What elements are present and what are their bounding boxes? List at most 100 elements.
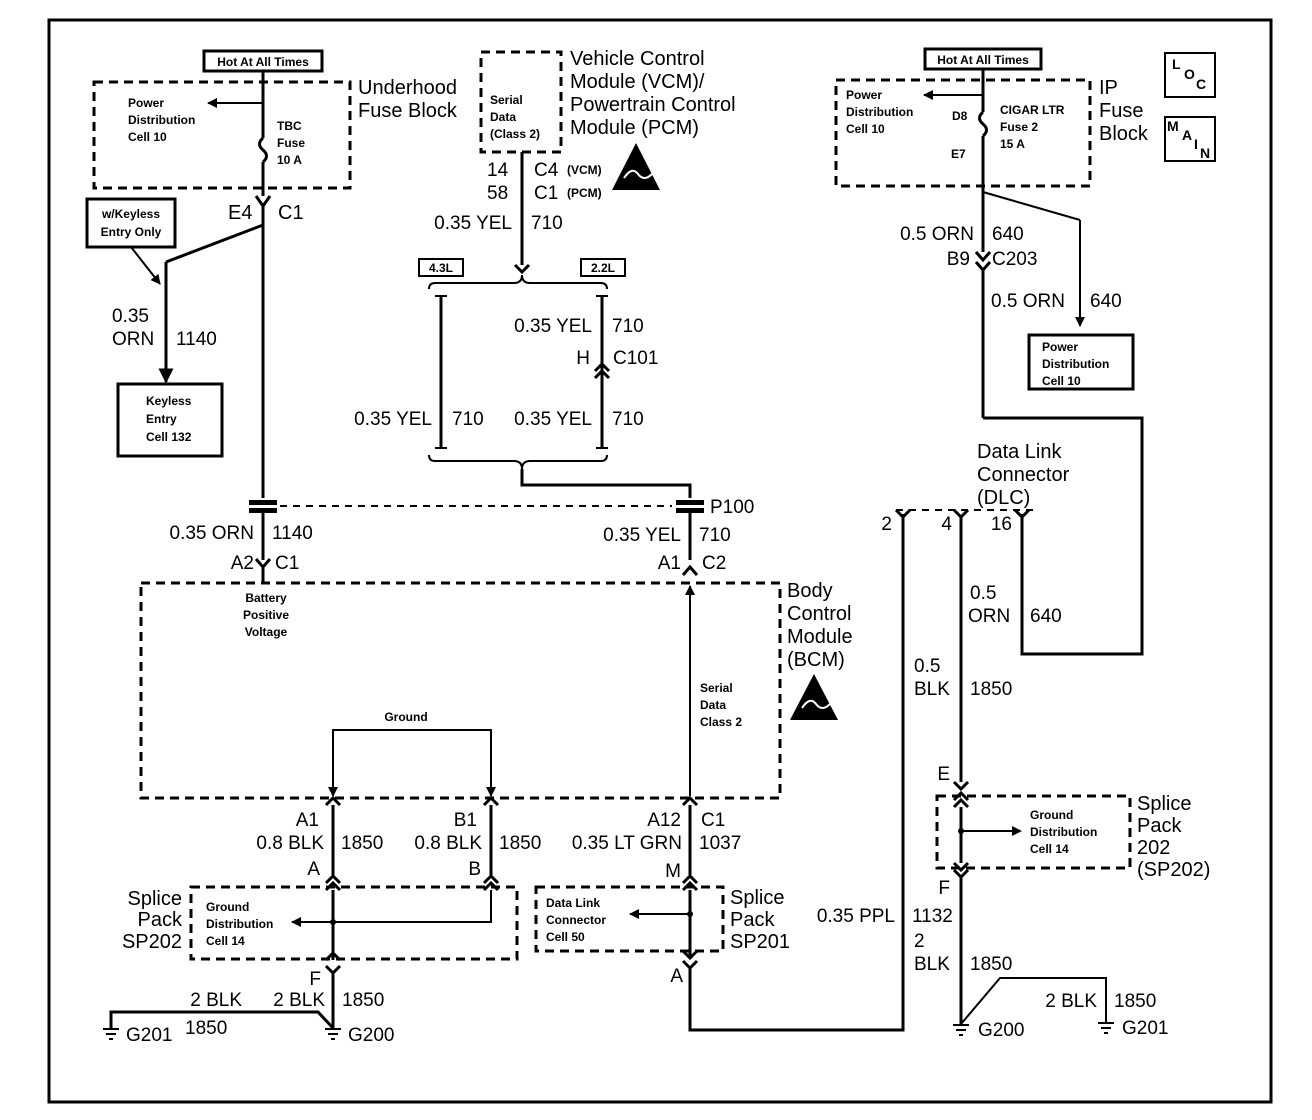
bcm-bottom-a12: A12: [647, 810, 681, 831]
dlc-wire2: 0.35 PPL: [817, 906, 895, 927]
main-letter-a: A: [1182, 127, 1192, 143]
bcm-bat-text-2: Positive: [243, 608, 289, 622]
dlc-wire4: 0.5: [914, 656, 940, 677]
dlc-pin-2: 2: [881, 514, 892, 535]
sp202-left-title: Splice: [128, 888, 182, 910]
left-wire-text: 0.35 YEL: [354, 409, 432, 430]
body-control-module: A2 C1 A1 C2 Body Control Module (BCM) Ba…: [139, 553, 853, 800]
upper-wire-text: 0.35 YEL: [514, 316, 592, 337]
sp201-title-3: SP201: [730, 931, 790, 953]
ground-g200-right-icon: [953, 1024, 969, 1036]
bcm-bottom-circ-b1: 1850: [499, 833, 541, 854]
bcm-pin-a1: A1: [658, 553, 681, 574]
bcm-title-4: (BCM): [787, 649, 845, 671]
ip-wire2: 0.5 ORN: [991, 291, 1065, 312]
dlc-circuit16: 640: [1030, 606, 1062, 627]
ip-circuit2: 640: [1090, 291, 1122, 312]
dlc-title: Data Link: [977, 441, 1062, 463]
bcm-conn-c2: C2: [702, 553, 726, 574]
c101-pin-text: H: [576, 348, 590, 369]
ip-wire1: 0.5 ORN: [900, 224, 974, 245]
sp202-right-wire-2: BLK: [914, 954, 950, 975]
ip-pin-d8: D8: [952, 109, 968, 123]
keyless-box-text: Keyless: [146, 394, 192, 408]
hot-label-text: Hot At All Times: [217, 55, 309, 69]
p100-left-wire: 0.35 ORN: [170, 523, 254, 544]
bcm-esd-warning-icon: [790, 674, 838, 720]
bcm-bottom-wire-a1: 0.8 BLK: [256, 833, 324, 854]
vcm-serial-text-2: Data: [490, 110, 516, 124]
bcm-bottom-circ-a12: 1037: [699, 833, 741, 854]
connector-c1-icon: [254, 195, 272, 209]
bcm-bottom-circ-a1: 1850: [341, 833, 383, 854]
keyless-option-text-2: Entry Only: [101, 225, 162, 239]
main-badge: M A I N: [1164, 116, 1216, 162]
data-link-connector: Data Link Connector (DLC) 2 4 16 0.5 ORN…: [817, 441, 1070, 927]
option-2-2l: [580, 258, 626, 277]
fuse-label-3: 10 A: [277, 153, 302, 167]
sp202-right-title-3: 202: [1137, 837, 1170, 859]
dlc-wire4-2: BLK: [914, 679, 950, 700]
ground-g200-icon: [325, 1028, 341, 1040]
vcm-serial-text: Serial: [490, 93, 523, 107]
tbc-fuse-icon: [258, 136, 268, 164]
sp202-left-circuit-mid: 1850: [342, 990, 384, 1011]
keyless-circuit: 1140: [176, 329, 217, 350]
conn-c1: C1: [278, 202, 304, 224]
ip-fuse-title-2: Fuse: [1099, 100, 1143, 122]
bcm-serial-text-3: Class 2: [700, 715, 742, 729]
pcm-conn-c1: C1: [534, 183, 558, 204]
option-4-3l-text: 4.3L: [429, 261, 453, 275]
ip-fuse-text: CIGAR LTR: [1000, 103, 1065, 117]
dlc-title-2: Connector: [977, 464, 1070, 486]
underhood-title-2: Fuse Block: [358, 100, 458, 122]
right-circuit-text: 710: [612, 409, 644, 430]
ip-power-dist-2: Distribution: [846, 105, 913, 119]
keyless-branch: w/Keyless Entry Only 0.35 ORN 1140 Keyle…: [85, 197, 224, 458]
sp202-right-inner-2: Distribution: [1030, 825, 1097, 839]
keyless-entry-box: [116, 382, 224, 458]
sp202-left-title-2: Pack: [138, 909, 183, 931]
ip-fuse-block: Hot At All Times IP Fuse Block Power Dis…: [834, 47, 1149, 656]
ip-pd-box-text: Power: [1042, 340, 1078, 354]
c203-pin: B9: [947, 249, 970, 270]
pcm-pin-58: 58: [487, 183, 508, 204]
sp202-left-pin-f: F: [309, 969, 321, 990]
vcm-tag: (VCM): [567, 163, 602, 177]
connector-c203-icon: [974, 251, 992, 273]
sp202-right-title-4: (SP202): [1137, 859, 1210, 881]
ip-fuse-title-3: Block: [1099, 123, 1149, 145]
sp201-inner-2: Connector: [546, 913, 606, 927]
vcm-title-2: Module (VCM)/: [570, 71, 705, 93]
sp202-right-circuit: 1850: [970, 954, 1012, 975]
splice-pack-sp201: Splice Pack SP201 Data Link Connector Ce…: [534, 514, 905, 1032]
bcm-bat-text-3: Voltage: [245, 625, 288, 639]
bcm-bottom-c1: C1: [701, 810, 725, 831]
bcm-serial-text: Serial: [700, 681, 733, 695]
fuse-label-2: Fuse: [277, 136, 305, 150]
ground-g201-icon: [103, 1028, 119, 1040]
bcm-bottom-pin-b: B: [468, 859, 481, 880]
ip-power-dist-3: Cell 10: [846, 122, 885, 136]
sp202-left-inner: Ground: [206, 900, 249, 914]
bcm-conn-c1: C1: [275, 553, 299, 574]
fuse-label: TBC: [277, 119, 302, 133]
keyless-option-box: [85, 197, 177, 249]
sp202-left-circuit-left: 1850: [185, 1018, 227, 1039]
vcm-pin-14: 14: [487, 160, 509, 181]
sp201-title: Splice: [730, 887, 784, 909]
underhood-fuse-block: Hot At All Times Underhood Fuse Block Po…: [92, 49, 458, 498]
bcm-bottom-pin-m: M: [665, 861, 681, 882]
keyless-option-text: w/Keyless: [101, 207, 160, 221]
bcm-title: Body: [787, 580, 833, 602]
sp202-right-inner-3: Cell 14: [1030, 842, 1069, 856]
sp201-title-2: Pack: [730, 909, 775, 931]
bcm-serial-text-2: Data: [700, 698, 726, 712]
power-dist-label-3: Cell 10: [128, 130, 167, 144]
ip-power-dist-box: [1027, 333, 1135, 391]
vcm-title: Vehicle Control: [570, 48, 705, 70]
p100-connector: P100 0.35 ORN 1140 0.35 YEL 710: [170, 497, 754, 560]
keyless-box-text-2: Entry: [146, 412, 177, 426]
vcm-pcm-module: Serial Data (Class 2) Vehicle Control Mo…: [434, 48, 736, 275]
